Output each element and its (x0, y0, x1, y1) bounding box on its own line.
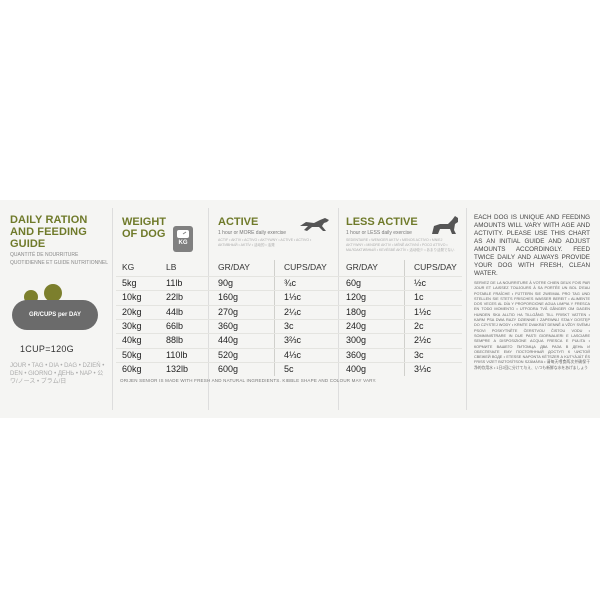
table-cell: 2c (414, 320, 424, 331)
guide-subtitle-fr-2: QUOTIDIENNE ET GUIDE NUTRITIONNEL (10, 260, 108, 266)
table-cell: 3c (414, 349, 424, 360)
table-cell: 110lb (166, 349, 188, 360)
row-divider (116, 333, 462, 335)
table-cell: 2½c (414, 335, 432, 346)
table-cell: 5c (284, 363, 294, 374)
col-header-less-gr: GR/DAY (346, 262, 378, 272)
active-description: 1 hour or MORE daily exercise (218, 230, 287, 236)
active-title: ACTIVE (218, 216, 259, 228)
less-active-title: LESS ACTIVE (346, 216, 418, 228)
less-active-translations: SEDENTAIRE • WENIGER AKTIV • MENOS ACTIV… (346, 238, 455, 252)
table-cell: 300g (346, 335, 367, 346)
table-cell: ½c (414, 278, 427, 288)
per-day-translations: JOUR • TAG • DIA • DAG • DZIEŃ • DEN • G… (10, 363, 105, 385)
guide-title: DAILY RATION AND FEEDING GUIDE (10, 214, 88, 250)
row-divider (116, 304, 462, 306)
table-cell: 440g (218, 335, 239, 346)
kg-badge-label: KG (178, 240, 188, 246)
table-cell: 60g (346, 278, 362, 288)
kg-scale-icon: KG (173, 226, 193, 252)
running-dog-icon (298, 214, 329, 232)
divider-right (466, 208, 467, 410)
col-header-active-cups: CUPS/DAY (284, 262, 327, 272)
table-cell: 400g (346, 363, 367, 374)
row-divider (116, 276, 462, 277)
table-cell: 5kg (122, 278, 137, 288)
row-divider (116, 318, 462, 320)
table-cell: 22lb (166, 292, 184, 303)
table-cell: 3⅔c (284, 335, 302, 346)
divider-active (338, 208, 339, 410)
table-cell: 180g (346, 306, 367, 317)
weight-title-1: WEIGHT (122, 216, 166, 228)
table-cell: 10kg (122, 292, 142, 303)
ingredients-footnote: ORIJEN SENIOR IS MADE WITH FRESH AND NAT… (120, 378, 377, 383)
table-cell: 520g (218, 349, 239, 360)
divider-weight (208, 208, 209, 410)
col-header-lb: LB (166, 262, 177, 272)
table-cell: 1c (414, 292, 424, 303)
table-cell: 20kg (122, 306, 142, 317)
sitting-dog-icon (428, 214, 458, 234)
table-cell: 360g (346, 349, 367, 360)
table-cell: 132lb (166, 363, 189, 374)
table-cell: 160g (218, 292, 239, 303)
table-cell: 44lb (166, 306, 184, 317)
table-cell: 90g (218, 278, 234, 288)
table-cell: 2¼c (284, 306, 302, 317)
table-cell: 50kg (122, 349, 142, 360)
feeding-guide-label: DAILY RATION AND FEEDING GUIDE QUANTITÉ … (0, 200, 600, 418)
table-cell: ¾c (284, 278, 297, 288)
gr-cups-per-day-badge: GR/CUPS per DAY (12, 300, 98, 330)
divider-left (112, 208, 113, 410)
instructions-english: EACH DOG IS UNIQUE AND FEEDING AMOUNTS W… (474, 214, 590, 277)
table-cell: 11lb (166, 278, 183, 288)
row-divider (116, 347, 462, 349)
less-column-divider (404, 260, 405, 376)
weight-title-2: OF DOG (122, 228, 166, 240)
table-cell: 60kg (122, 363, 142, 374)
table-cell: 600g (218, 363, 239, 374)
active-translations: ACTIF • AKTIV • ACTIVO • AKTYWNY • ACTIV… (218, 238, 312, 247)
row-divider (116, 361, 462, 363)
col-header-less-cups: CUPS/DAY (414, 262, 457, 272)
table-cell: 4⅓c (284, 349, 302, 360)
guide-subtitle-fr-1: QUANTITÉ DE NOURRITURE (10, 252, 79, 258)
table-cell: 3c (284, 320, 294, 331)
less-active-description: 1 hour or LESS daily exercise (346, 230, 412, 236)
table-cell: 3⅓c (414, 363, 432, 374)
table-cell: 66lb (166, 320, 184, 331)
instructions-translations: SERVEZ DE LA NOURRITURE À VOTRE CHIEN DE… (474, 281, 590, 370)
cup-conversion: 1CUP=120G (20, 344, 74, 354)
feeding-instructions: EACH DOG IS UNIQUE AND FEEDING AMOUNTS W… (474, 214, 590, 371)
col-header-active-gr: GR/DAY (218, 262, 250, 272)
table-cell: 240g (346, 320, 367, 331)
table-cell: 1½c (414, 306, 432, 317)
active-column-divider (274, 260, 275, 376)
col-header-kg: KG (122, 262, 135, 272)
table-cell: 1⅓c (284, 292, 302, 303)
table-cell: 88lb (166, 335, 184, 346)
feeding-guide-intro: DAILY RATION AND FEEDING GUIDE QUANTITÉ … (10, 214, 110, 410)
table-cell: 40kg (122, 335, 142, 346)
table-cell: 120g (346, 292, 367, 303)
table-cell: 270g (218, 306, 239, 317)
row-divider (116, 290, 462, 292)
table-cell: 360g (218, 320, 239, 331)
table-cell: 30kg (122, 320, 142, 331)
